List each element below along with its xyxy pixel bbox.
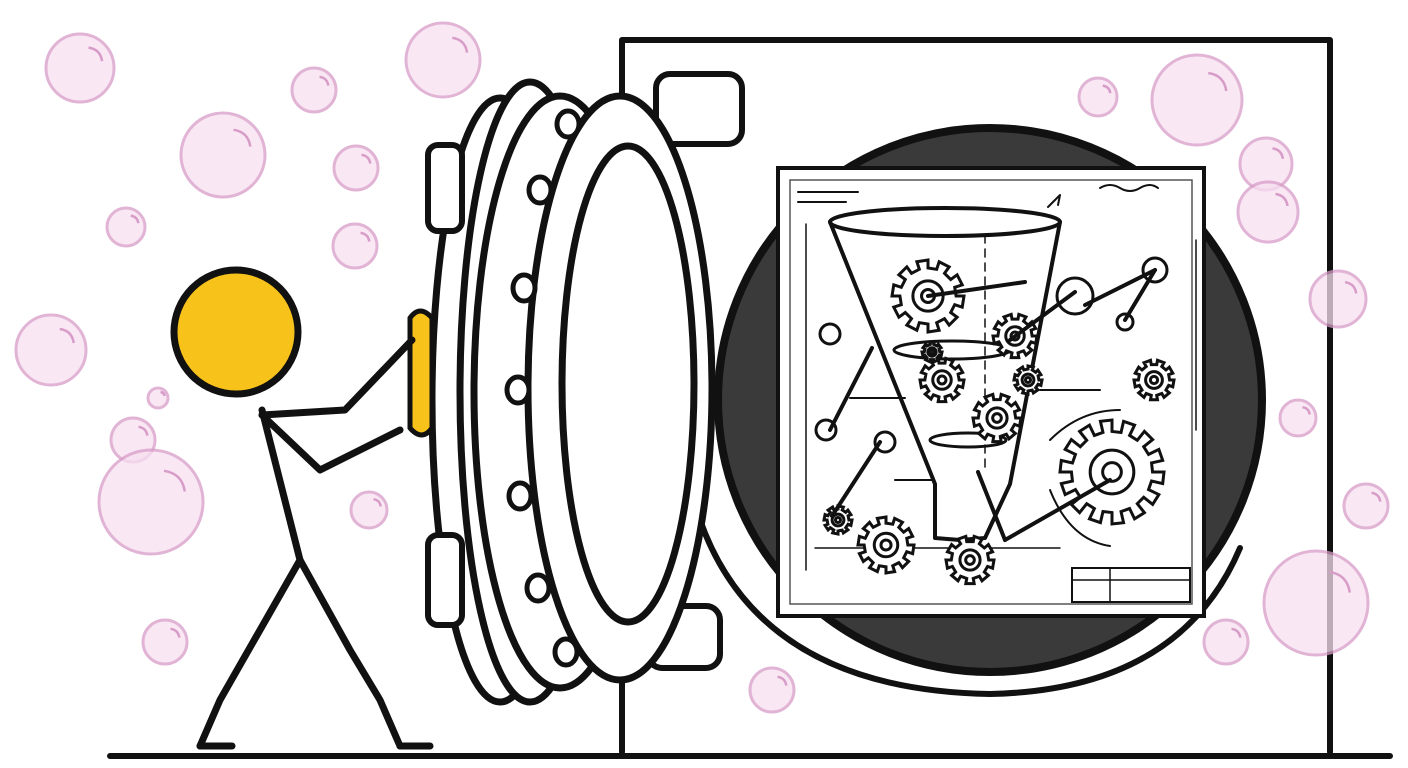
figure-head <box>170 266 302 398</box>
door-handle <box>407 308 435 438</box>
bubble <box>1077 76 1119 118</box>
gear <box>918 356 966 404</box>
bubble <box>1262 549 1370 657</box>
bubble <box>1202 618 1250 666</box>
door-bolts <box>504 108 582 668</box>
vault-door-icon <box>407 71 745 706</box>
bubble <box>44 32 116 104</box>
bubble <box>332 144 380 192</box>
bubble <box>14 313 88 387</box>
bubble <box>146 386 170 410</box>
bubble <box>105 206 147 248</box>
bubble <box>748 666 796 714</box>
bubble <box>1308 269 1368 329</box>
gear <box>971 392 1023 444</box>
gear <box>920 340 944 364</box>
bubble <box>1236 180 1300 244</box>
bubble <box>404 21 482 99</box>
bubble <box>97 448 205 556</box>
gear <box>1132 358 1176 402</box>
bubble <box>141 618 189 666</box>
blueprint <box>776 166 1206 618</box>
bubble <box>290 66 338 114</box>
stick-figure-icon <box>170 266 434 750</box>
linkage-arms <box>814 194 1169 547</box>
bubble <box>1278 398 1318 438</box>
bubble <box>1342 482 1390 530</box>
gear <box>1012 364 1044 396</box>
bubble <box>179 111 267 199</box>
bubble-icon <box>14 21 1390 714</box>
gear <box>944 534 996 586</box>
bubble <box>331 222 379 270</box>
bubble <box>1150 53 1244 147</box>
gear <box>856 515 916 575</box>
bubble <box>349 490 389 530</box>
gear <box>822 504 854 536</box>
